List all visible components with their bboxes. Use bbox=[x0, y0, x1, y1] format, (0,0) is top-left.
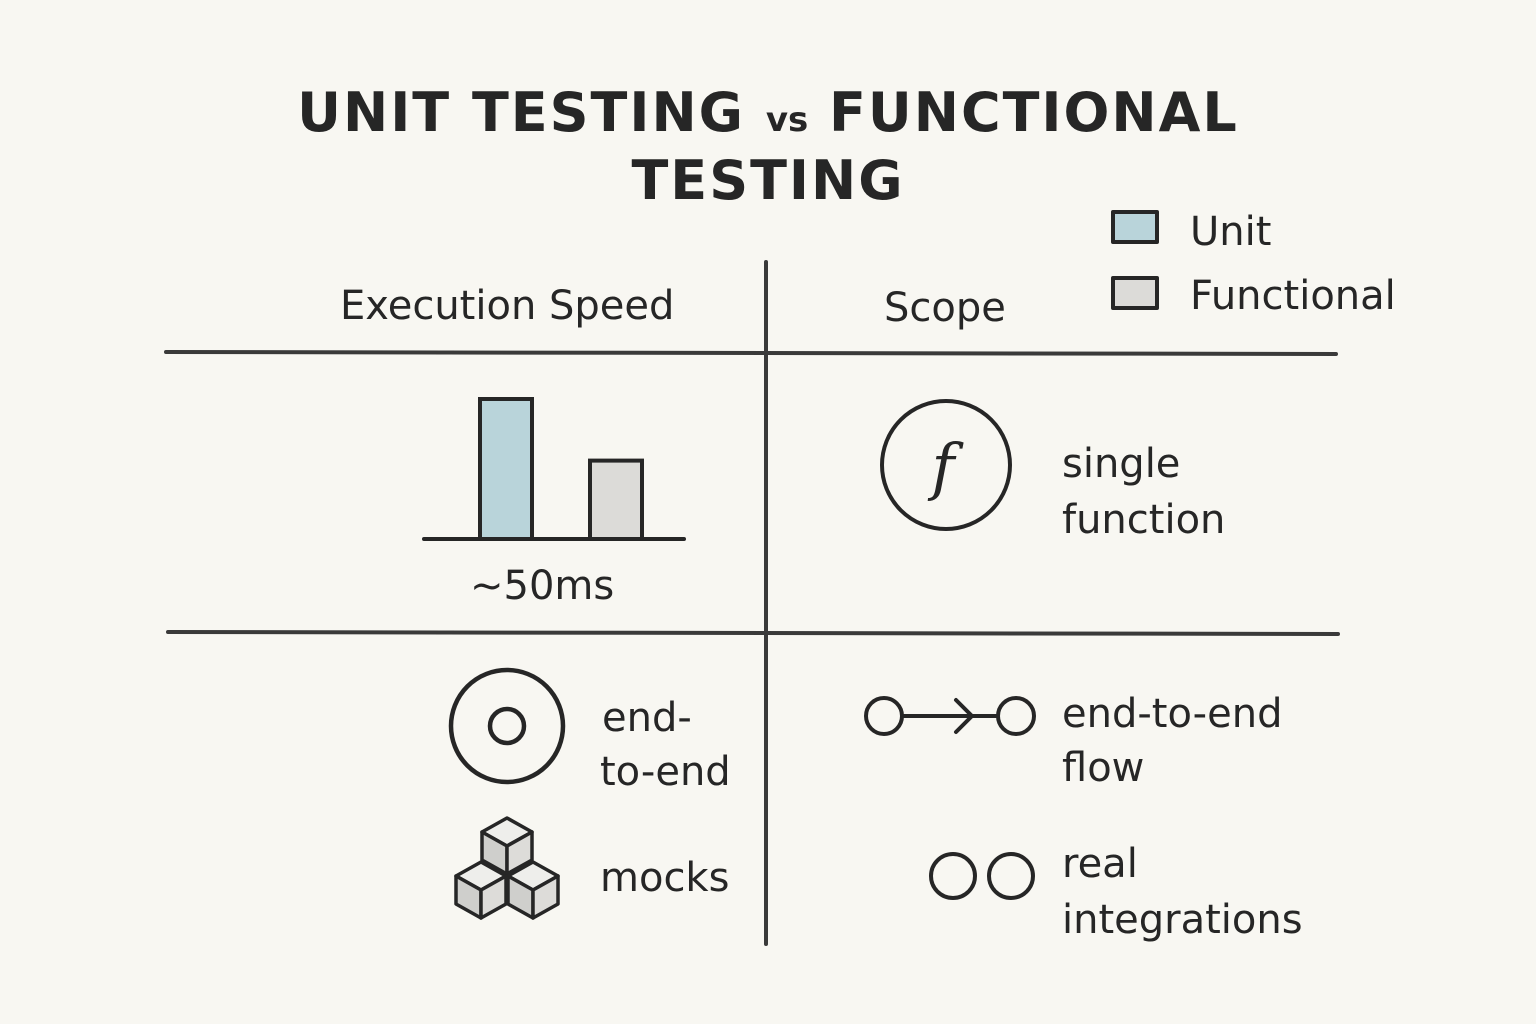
flow-label-line-1: end-to-end bbox=[1062, 691, 1283, 737]
speed-bar-unit bbox=[478, 397, 534, 541]
speed-bar-functional bbox=[588, 458, 644, 542]
speed-chart bbox=[422, 397, 686, 542]
mocks-label: mocks bbox=[600, 855, 730, 901]
function-icon: f bbox=[880, 399, 1012, 531]
end-to-end-label-line-2: to-end bbox=[600, 749, 731, 795]
title-part-2: FUNCTIONAL bbox=[829, 81, 1239, 144]
scope-label-line-1: single bbox=[1062, 441, 1181, 487]
legend-label-functional: Functional bbox=[1190, 273, 1396, 319]
title-vs: vs bbox=[765, 100, 809, 140]
title-line-1: UNIT TESTING vs FUNCTIONAL bbox=[0, 86, 1536, 140]
cubes-icon bbox=[454, 816, 560, 920]
title-part-1: UNIT TESTING bbox=[297, 81, 745, 144]
header-divider bbox=[164, 350, 1338, 356]
integrations-label-line-1: real bbox=[1062, 841, 1138, 887]
header-execution-speed: Execution Speed bbox=[340, 283, 675, 329]
scope-label-line-2: function bbox=[1062, 497, 1226, 543]
row-divider bbox=[166, 630, 1340, 636]
legend-label-unit: Unit bbox=[1190, 209, 1272, 255]
target-icon bbox=[448, 667, 566, 785]
title-line-2: TESTING bbox=[631, 149, 905, 212]
legend-swatch-functional bbox=[1111, 276, 1159, 310]
function-icon-glyph: f bbox=[928, 430, 965, 503]
integrations-label-line-2: integrations bbox=[1062, 897, 1303, 943]
flow-label-line-2: flow bbox=[1062, 745, 1145, 791]
legend-swatch-unit bbox=[1111, 210, 1159, 244]
flow-arrow-icon bbox=[864, 696, 1036, 736]
linked-circles-icon bbox=[929, 852, 1035, 900]
speed-caption: ~50ms bbox=[470, 563, 615, 609]
header-scope: Scope bbox=[884, 285, 1006, 331]
end-to-end-label-line-1: end- bbox=[602, 695, 692, 741]
